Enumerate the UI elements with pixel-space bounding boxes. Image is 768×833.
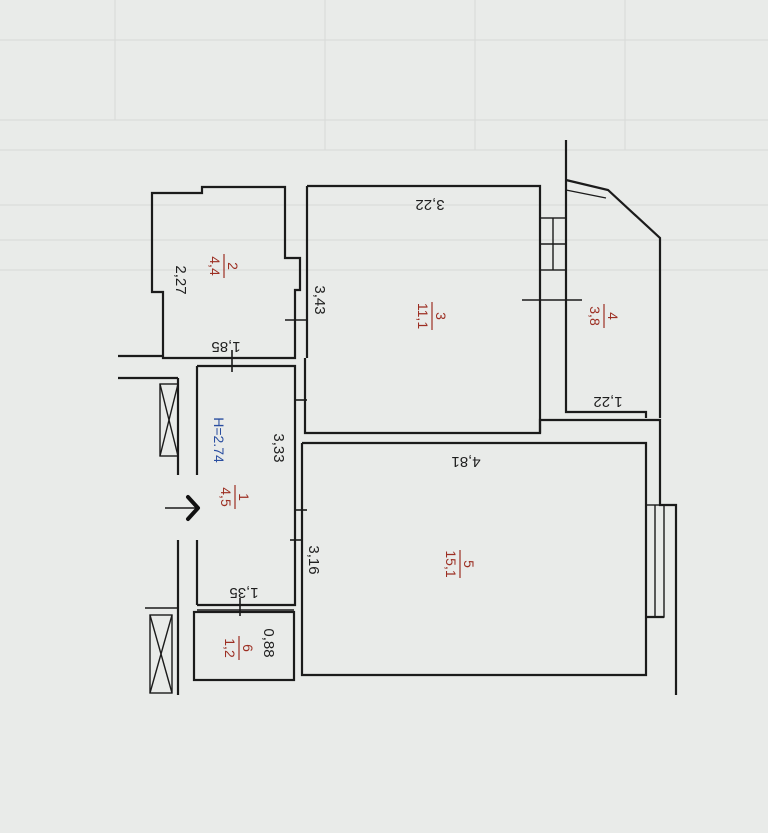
room-4-walls [564, 140, 648, 418]
dim-1-35: 1,35 [229, 584, 258, 601]
background-grid [0, 0, 768, 271]
dim-3-43: 3,43 [311, 285, 328, 314]
room-6-area: 1,2 [222, 638, 238, 658]
dim-3-16: 3,16 [305, 545, 322, 574]
dimension-ticks [231, 319, 307, 616]
room-label-2: 2 4,4 [207, 254, 241, 278]
dim-3-33: 3,33 [270, 433, 287, 462]
room-2-area: 4,4 [207, 256, 223, 276]
room-label-4: 4 3,8 [587, 304, 621, 328]
dim-3-22: 3,22 [415, 196, 444, 213]
room-6-walls [192, 610, 296, 682]
room-label-1: 1 4,5 [218, 485, 252, 509]
dim-1-22: 1,22 [593, 393, 622, 410]
room-3-number: 3 [433, 312, 449, 320]
room-1-area: 4,5 [218, 487, 234, 507]
outer-right-wall [538, 418, 678, 695]
dim-4-81: 4,81 [451, 453, 480, 470]
room-2-walls [150, 185, 302, 360]
shaft-block [145, 607, 179, 695]
room-1-number: 1 [236, 493, 252, 501]
wardrobe-block [159, 383, 179, 457]
dim-0-88: 0,88 [260, 628, 277, 657]
room-6-number: 6 [240, 644, 256, 652]
room-label-3: 3 11,1 [415, 302, 449, 330]
room-2-number: 2 [225, 262, 241, 270]
room-4-area: 3,8 [587, 306, 603, 326]
dim-1-85: 1,85 [211, 338, 240, 355]
window-room-3 [539, 217, 567, 271]
room-4-inner-edge [565, 189, 607, 199]
ceiling-height: H=2.74 [211, 417, 227, 463]
room-1-walls [197, 364, 297, 607]
room-3-area: 11,1 [415, 303, 431, 329]
room-label-5: 5 15,1 [443, 550, 477, 578]
room-4-outer [565, 178, 662, 418]
window-room-5 [645, 504, 665, 618]
room-5-walls [300, 441, 648, 677]
room-5-area: 15,1 [443, 550, 459, 577]
dim-2-27: 2,27 [172, 265, 189, 294]
room-label-6: 6 1,2 [222, 636, 256, 660]
room-4-number: 4 [605, 312, 621, 320]
entrance-arrow-icon [165, 495, 200, 521]
room-5-number: 5 [461, 560, 477, 568]
